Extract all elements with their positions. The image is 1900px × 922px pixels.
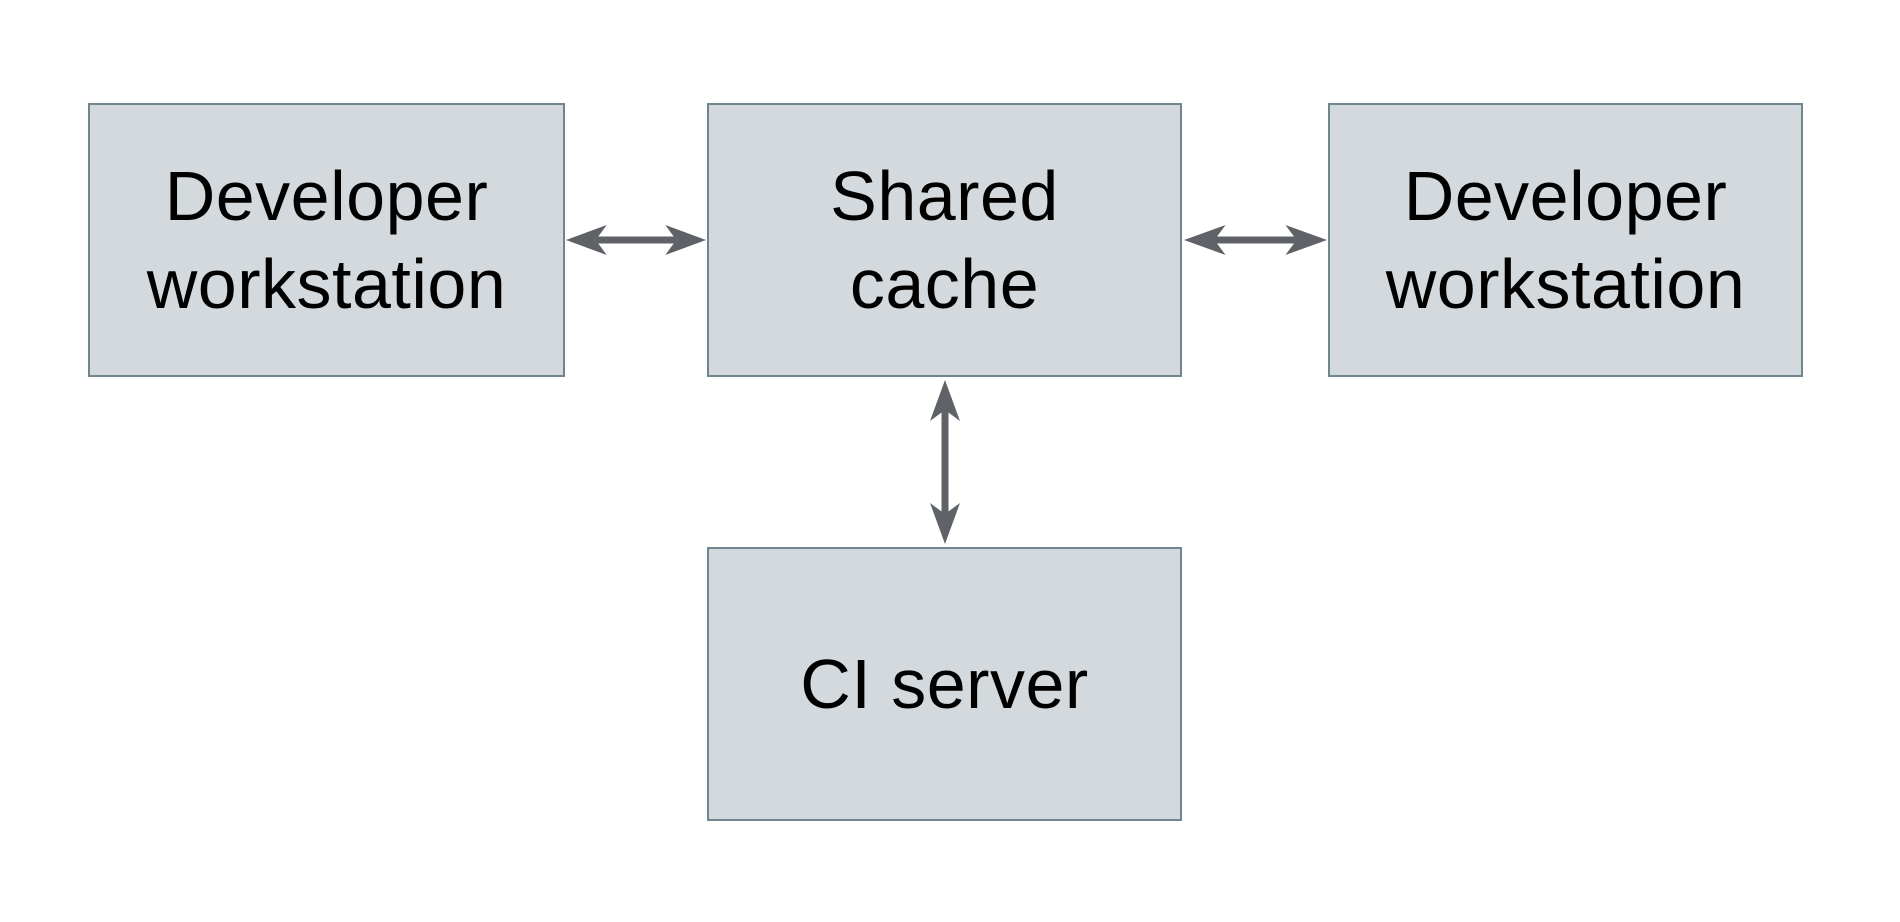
node-ci-server: CI server: [707, 547, 1182, 821]
node-label-line: workstation: [146, 245, 507, 323]
node-label-line: Developer: [164, 157, 489, 235]
arrow-shared-cache-dev-right: [1184, 225, 1327, 255]
node-label-line: Shared: [830, 157, 1059, 235]
node-developer-workstation-left: Developer workstation: [88, 103, 565, 377]
arrow-shared-cache-ci-server: [930, 380, 960, 544]
node-label-line: Developer: [1403, 157, 1728, 235]
node-developer-workstation-right: Developer workstation: [1328, 103, 1803, 377]
node-label-line: CI server: [800, 645, 1089, 723]
node-label-line: cache: [849, 245, 1040, 323]
node-shared-cache: Shared cache: [707, 103, 1182, 377]
node-label-line: workstation: [1385, 245, 1746, 323]
arrow-dev-left-shared-cache: [565, 225, 707, 255]
